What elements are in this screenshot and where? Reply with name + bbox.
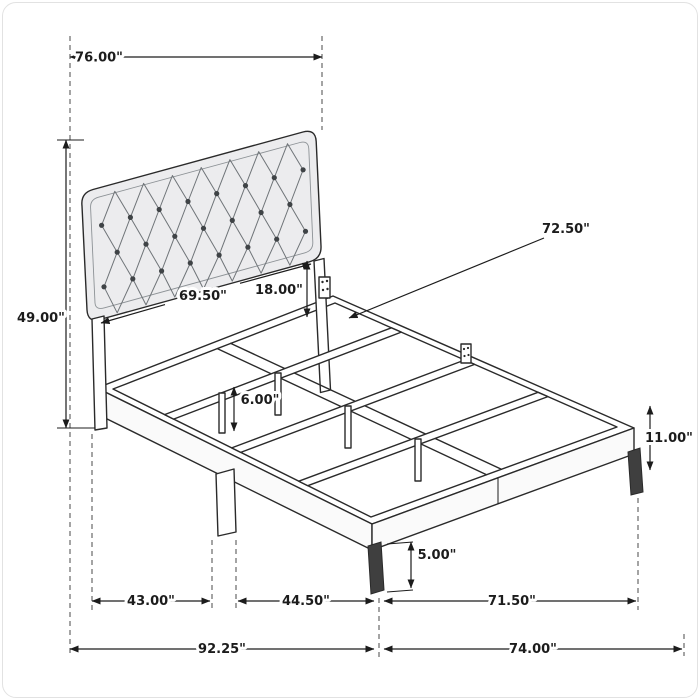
headboard-left-leg — [91, 315, 108, 431]
foot-right-leg — [627, 447, 644, 496]
dim-headboard-height: 49.00" — [14, 139, 95, 429]
center-rail-edge — [229, 342, 503, 470]
dim-headboard-to-rail-label: 18.00" — [255, 283, 303, 298]
mid-rail-leg — [215, 468, 237, 537]
dim-overall-width-label: 76.00" — [75, 51, 123, 66]
dim-span-b-label: 44.50" — [282, 594, 330, 609]
dim-headboard-height-label: 49.00" — [17, 311, 65, 326]
slat-3 — [298, 391, 549, 487]
dim-overall-length-foot-section: 74.00" — [383, 639, 683, 660]
dim-rail-height: 11.00" — [642, 405, 696, 471]
slat-2 — [231, 359, 476, 454]
dim-headboard-to-rail: 18.00" — [252, 260, 311, 318]
extension-lines — [69, 36, 685, 658]
center-rail-edge — [216, 347, 488, 476]
dim-span-mid-to-center-leg: 44.50" — [237, 591, 375, 612]
frame-legs — [215, 447, 644, 595]
frame-inner-edges — [112, 302, 618, 518]
headboard-piping-seam — [90, 141, 314, 309]
dim-span-c-label: 71.50" — [488, 594, 536, 609]
dim-slat-leg-height: 6.00" — [230, 386, 282, 432]
dim-slat-leg-height-label: 6.00" — [241, 393, 280, 408]
dim-headboard-width: 69.50" — [100, 262, 312, 324]
dim-overall-width: 76.00" — [69, 48, 323, 69]
dim-overall-length-a-label: 92.25" — [198, 642, 246, 657]
bed-frame — [96, 295, 635, 551]
tuft-buttons — [99, 167, 309, 290]
dim-interior-length: 72.50" — [348, 219, 593, 319]
rail-bracket — [460, 343, 472, 364]
dim-span-a-label: 43.00" — [127, 594, 175, 609]
dim-foot-leg-height: 5.00" — [386, 541, 459, 593]
dim-interior-length-label: 72.50" — [542, 222, 590, 237]
dim-overall-length-b-label: 74.00" — [509, 642, 557, 657]
slat-system — [163, 327, 549, 487]
dimension-annotations: 76.00" 72.50" 69.50" 18.00" 49.00" — [14, 48, 696, 661]
dim-span-head-to-mid-leg: 43.00" — [91, 591, 211, 612]
dim-span-center-leg-to-foot: 71.50" — [383, 591, 637, 612]
dim-overall-length-head-section: 92.25" — [69, 639, 375, 660]
headboard-bracket — [318, 276, 331, 299]
dim-headboard-width-label: 69.50" — [179, 289, 227, 304]
headboard — [81, 130, 322, 321]
slat-support-legs — [218, 372, 422, 482]
dim-rail-height-label: 11.00" — [645, 431, 693, 446]
foot-left-leg — [367, 541, 385, 595]
mounting-brackets — [318, 276, 472, 364]
dim-foot-leg-height-label: 5.00" — [418, 548, 457, 563]
